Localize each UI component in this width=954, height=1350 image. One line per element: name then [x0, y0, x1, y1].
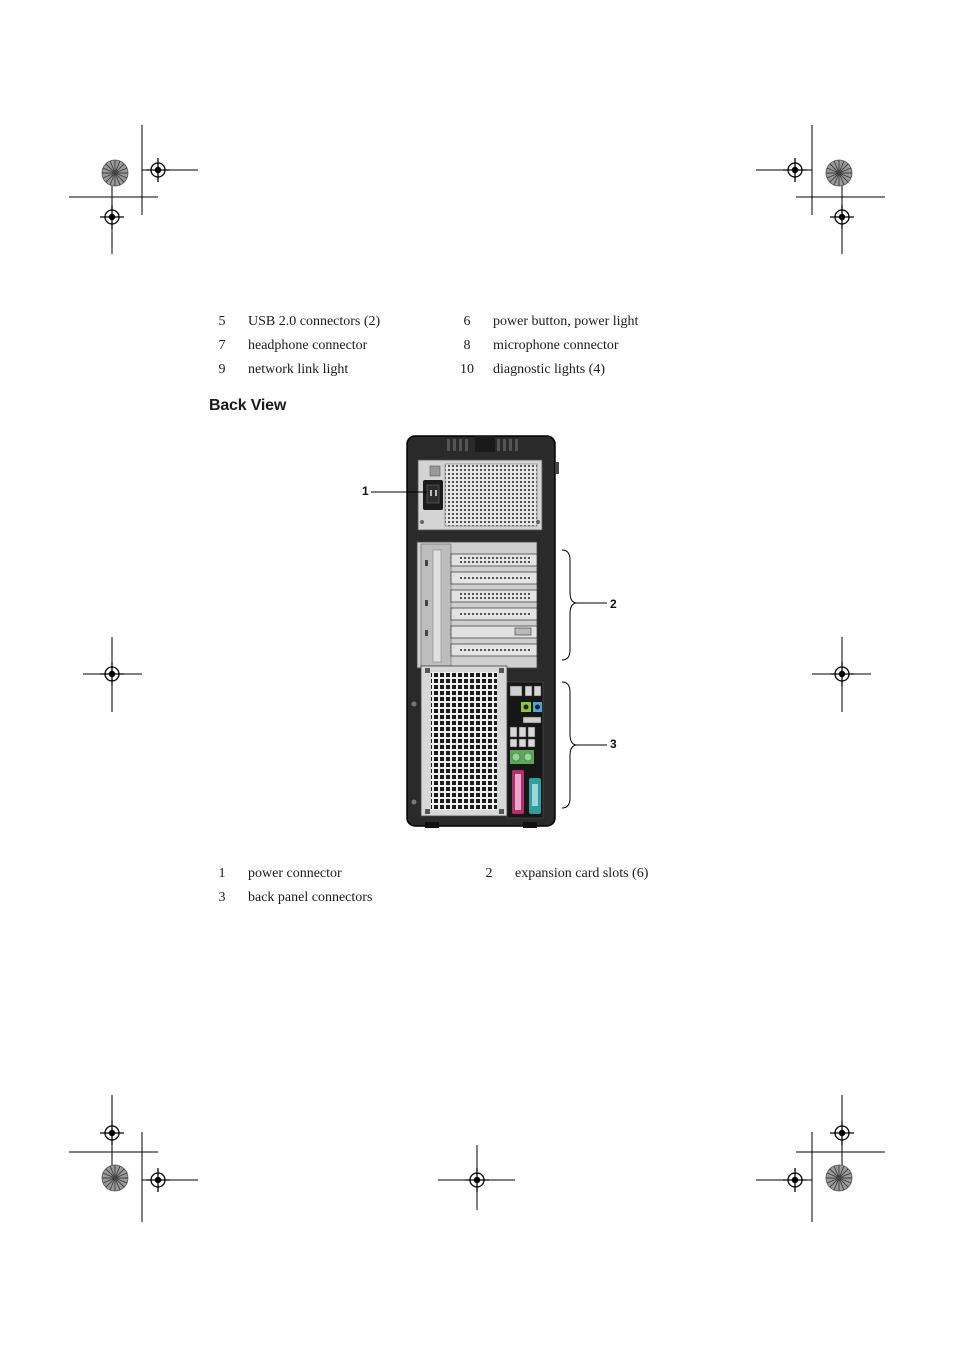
- crosshair-target-icon: [782, 1167, 808, 1193]
- legend-number: 9: [218, 362, 226, 377]
- usb-port-icon: [509, 738, 518, 748]
- legend-number: 1: [218, 866, 226, 881]
- legend-label: USB 2.0 connectors (2): [248, 314, 381, 329]
- callout-back-panel: 3: [610, 737, 617, 751]
- legend-row: 3 back panel connectors: [210, 886, 744, 910]
- usb-port-icon: [518, 738, 527, 748]
- usb-port-icon: [527, 726, 536, 738]
- radial-star-icon: [825, 1164, 853, 1192]
- computer-back-view-illustration: [371, 435, 607, 828]
- legend-number: 8: [463, 338, 471, 353]
- back-view-legend: 1 power connector 2 expansion card slots…: [210, 862, 744, 910]
- usb-port-icon: [518, 726, 527, 738]
- expansion-card-slots: [416, 541, 538, 669]
- legend-label: back panel connectors: [248, 890, 373, 905]
- network-port-icon: [509, 685, 523, 697]
- legend-row: 5 USB 2.0 connectors (2) 6 power button,…: [210, 310, 700, 334]
- legend-label: headphone connector: [248, 338, 368, 353]
- crosshair-target-icon: [99, 204, 125, 230]
- crosshair-target-icon: [145, 157, 171, 183]
- legend-number: 6: [463, 314, 471, 329]
- legend-label: microphone connector: [493, 338, 619, 353]
- legend-row: 9 network link light 10 diagnostic light…: [210, 358, 700, 382]
- legend-label: power connector: [248, 866, 342, 881]
- legend-row: 7 headphone connector 8 microphone conne…: [210, 334, 700, 358]
- legend-label: network link light: [248, 362, 349, 377]
- legend-number: 7: [218, 338, 226, 353]
- usb-port-icon: [524, 685, 533, 697]
- callout-expansion-slots: 2: [610, 597, 617, 611]
- crosshair-target-icon: [99, 661, 125, 687]
- rear-fan-grille: [420, 665, 508, 817]
- usb-port-icon: [509, 726, 518, 738]
- crosshair-target-icon: [829, 661, 855, 687]
- crosshair-target-icon: [145, 1167, 171, 1193]
- radial-star-icon: [101, 159, 129, 187]
- power-supply: [417, 459, 543, 531]
- crosshair-target-icon: [782, 157, 808, 183]
- legend-number: 3: [218, 890, 226, 905]
- section-heading: Back View: [209, 397, 287, 414]
- radial-star-icon: [101, 1164, 129, 1192]
- callout-power-connector: 1: [362, 484, 369, 498]
- crosshair-target-icon: [464, 1167, 490, 1193]
- crosshair-target-icon: [829, 1120, 855, 1146]
- back-panel-connectors: [506, 681, 544, 819]
- radial-star-icon: [825, 159, 853, 187]
- legend-label: expansion card slots (6): [515, 866, 649, 881]
- legend-label: power button, power light: [493, 314, 639, 329]
- legend-number: 10: [460, 362, 474, 377]
- crosshair-target-icon: [829, 204, 855, 230]
- usb-port-icon: [533, 685, 542, 697]
- legend-row: 1 power connector 2 expansion card slots…: [210, 862, 744, 886]
- front-view-legend: 5 USB 2.0 connectors (2) 6 power button,…: [210, 310, 700, 382]
- crosshair-target-icon: [99, 1120, 125, 1146]
- legend-label: diagnostic lights (4): [493, 362, 605, 377]
- legend-number: 5: [218, 314, 226, 329]
- legend-number: 2: [485, 866, 493, 881]
- usb-port-icon: [527, 738, 536, 748]
- top-handle: [475, 436, 495, 452]
